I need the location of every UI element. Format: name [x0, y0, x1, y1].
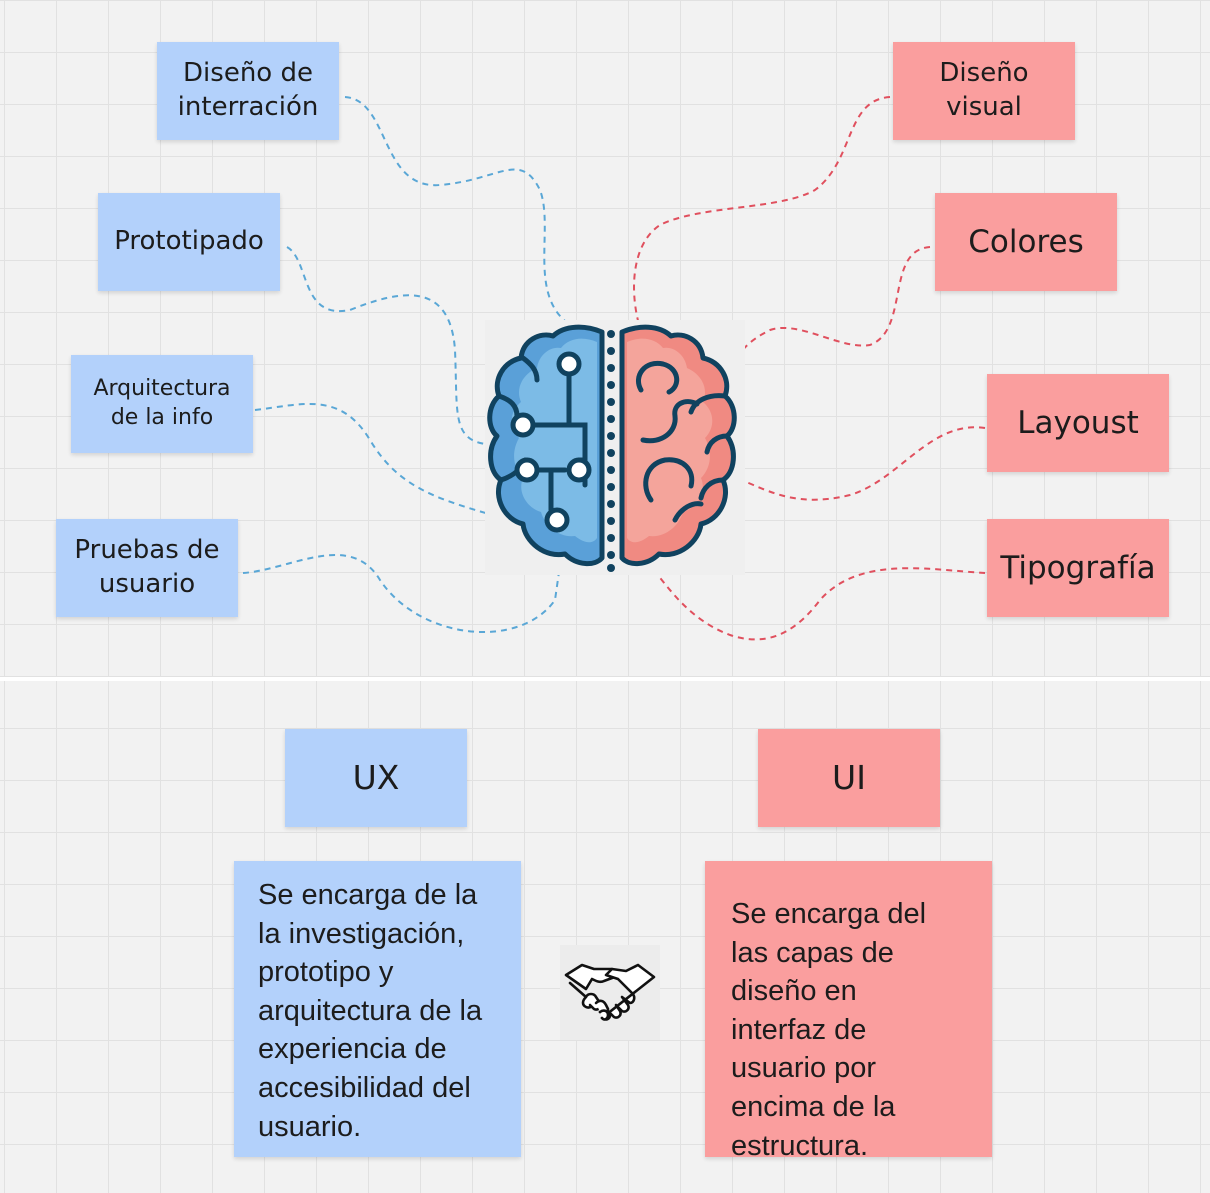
connector-layout [734, 426, 986, 501]
note-info-architecture[interactable]: Arquitectura de la info [71, 355, 253, 453]
connector-info-architecture [254, 403, 511, 521]
ux-title-note[interactable]: UX [285, 729, 467, 827]
brain-icon [485, 320, 745, 575]
note-visual-design[interactable]: Diseño visual [893, 42, 1075, 140]
connector-prototyping [286, 246, 501, 446]
handshake-icon [560, 945, 660, 1040]
ui-description-note[interactable]: Se encarga del las capas de diseño en in… [705, 861, 992, 1157]
ux-description-note[interactable]: Se encarga de la la investigación, proto… [234, 861, 521, 1157]
note-prototyping[interactable]: Prototipado [98, 193, 280, 291]
connector-typography [649, 564, 986, 641]
section-divider [0, 677, 1210, 681]
connector-colors [729, 246, 931, 376]
connector-visual-design [633, 96, 891, 329]
connector-user-testing [242, 554, 561, 634]
note-typography[interactable]: Tipografía [987, 519, 1169, 617]
ui-title-note[interactable]: UI [758, 729, 940, 827]
connector-interaction-design [344, 96, 576, 329]
note-colors[interactable]: Colores [935, 193, 1117, 291]
note-layout[interactable]: Layoust [987, 374, 1169, 472]
note-interaction-design[interactable]: Diseño de interración [157, 42, 339, 140]
note-user-testing[interactable]: Pruebas de usuario [56, 519, 238, 617]
